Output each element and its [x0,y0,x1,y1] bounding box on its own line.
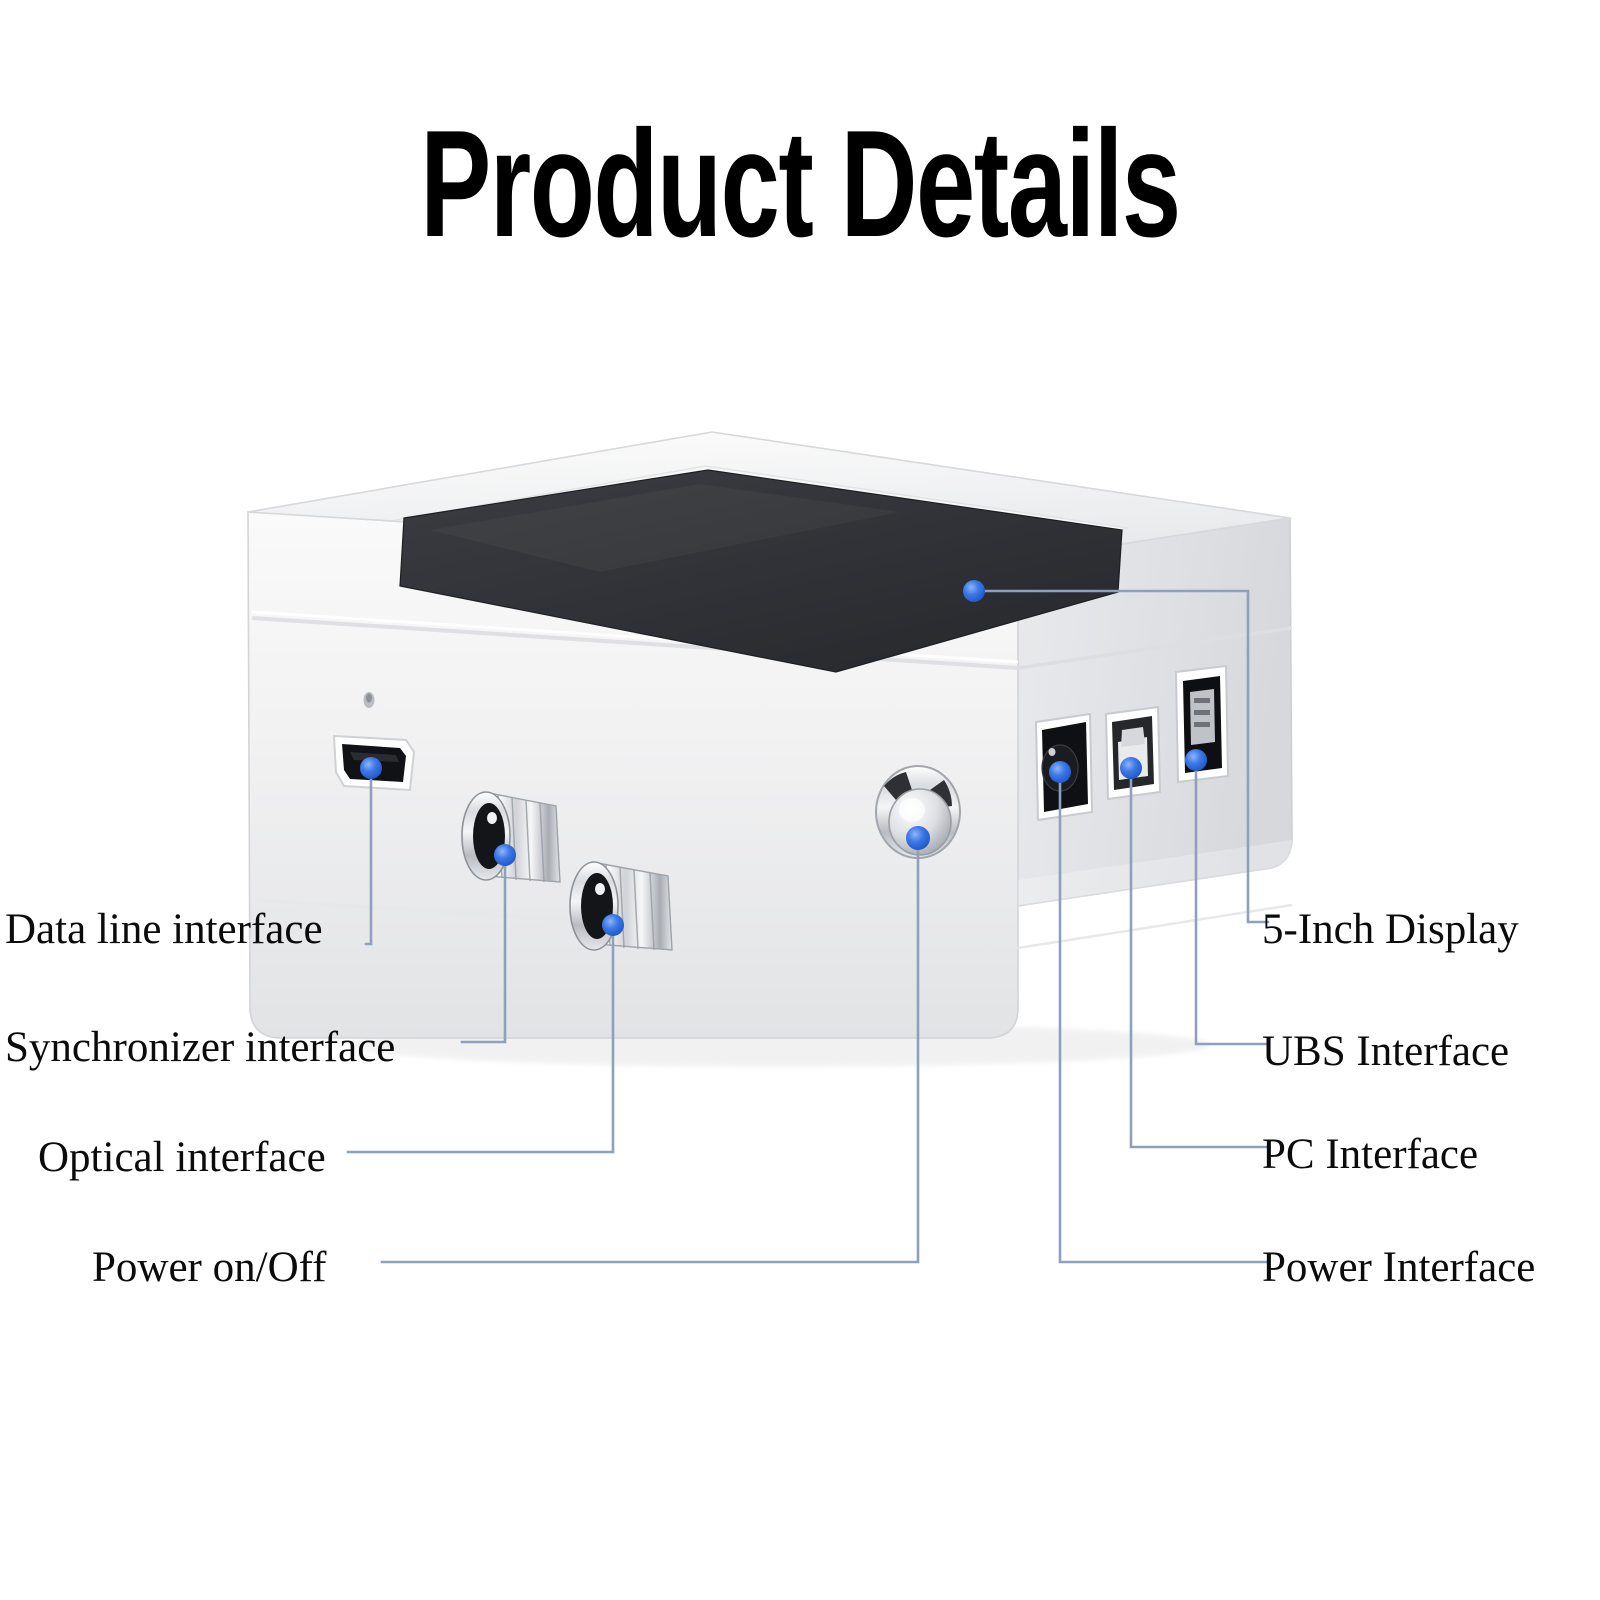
label-5-inch-display: 5-Inch Display [1262,906,1519,953]
page-title: Product Details [420,99,1181,269]
status-led-icon [363,692,375,708]
label-optical-interface: Optical interface [38,1134,326,1181]
device-lower-seam-right [1017,903,1293,950]
label-power-interface: Power Interface [1262,1244,1536,1291]
usb-b-port [1104,705,1162,801]
label-synchronizer-interface: Synchronizer interface [5,1024,396,1071]
label-power-on-off: Power on/Off [92,1244,327,1291]
label-data-line-interface: Data line interface [5,906,323,953]
dc-power-jack [1034,712,1094,822]
hdmi-data-port [332,734,416,792]
label-pc-interface: PC Interface [1262,1131,1479,1178]
label-ubs-interface: UBS Interface [1262,1028,1510,1075]
power-button[interactable] [875,765,961,859]
m12-connector-right [569,861,673,951]
m12-connector-left [461,791,561,883]
device-lid-seam [251,616,1019,670]
usb-a-port [1174,664,1230,784]
